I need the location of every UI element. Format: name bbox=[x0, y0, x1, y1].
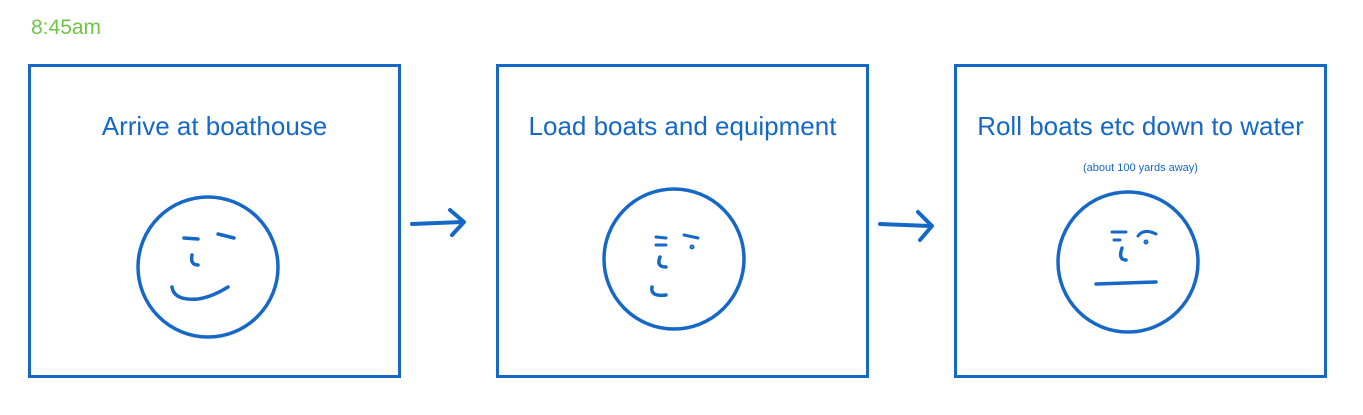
step-title: Roll boats etc down to water bbox=[977, 111, 1304, 141]
neutral-face-icon bbox=[1056, 190, 1200, 334]
step-panel-load: Load boats and equipment bbox=[496, 64, 869, 378]
winking-smile-face-icon bbox=[136, 195, 280, 339]
step-title: Arrive at boathouse bbox=[101, 111, 328, 141]
time-label: 8:45am bbox=[31, 16, 102, 39]
step-panel-arrive: Arrive at boathouse bbox=[28, 64, 401, 378]
right-arrow-icon bbox=[410, 208, 466, 237]
step-title: Load boats and equipment bbox=[528, 111, 837, 141]
step-note: (about 100 yards away) bbox=[1083, 162, 1198, 174]
half-smile-face-icon bbox=[602, 187, 746, 331]
step-panel-roll: Roll boats etc down to water (about 100 … bbox=[954, 64, 1327, 378]
right-arrow-icon bbox=[878, 210, 934, 242]
